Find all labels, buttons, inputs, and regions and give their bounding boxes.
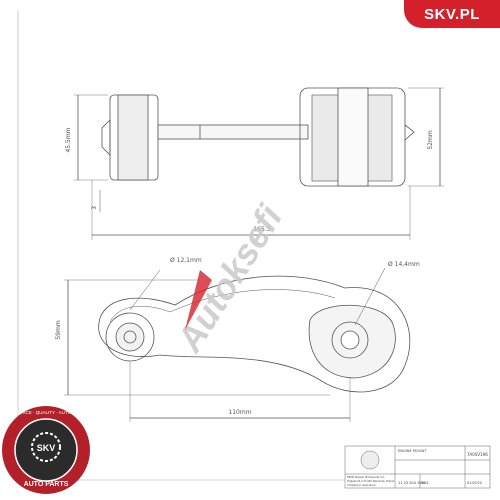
tb-logo-circle <box>360 450 380 470</box>
mount-inner-rib <box>109 289 336 323</box>
watermark-text: Autoksefi <box>168 197 291 360</box>
tb-date: 01/2020 <box>467 481 483 485</box>
tb-sheet: 001 <box>422 481 429 485</box>
skv-badge[interactable]: SKV.PL <box>404 0 500 28</box>
dim-label-52: 52mm <box>427 130 434 149</box>
dim-label-3: 3 <box>91 206 98 210</box>
dim-label-d14: Ø 14,4mm <box>388 261 420 268</box>
seal-ring-text: BEST PRICE · QUALITY · AUTO PARTS <box>5 410 87 415</box>
tb-part-label: ENGINE MOUNT <box>398 449 427 453</box>
side-view <box>74 87 444 240</box>
watermark-red-accent <box>185 270 212 330</box>
leader-d12 <box>129 269 161 311</box>
title-block <box>344 445 491 489</box>
leader-d14 <box>354 267 386 326</box>
dim-label-110: 110mm <box>228 409 251 416</box>
left-eye-hole <box>123 330 137 344</box>
top-view <box>64 267 411 422</box>
seal-gear-icon <box>31 432 61 462</box>
left-eye-inner <box>115 322 145 352</box>
seal-bottom-text: AUTO PARTS <box>24 481 69 488</box>
tb-company: ESEN Skylark Motorparts S.A. <box>347 475 385 479</box>
tb-part-no: 11 25 810 9W9 <box>398 481 426 485</box>
tb-code: 7A0SV196 <box>467 452 488 457</box>
dim-label-165: 165.5 <box>253 226 270 233</box>
dim-label-59: 59mm <box>55 320 62 339</box>
left-eye-outer <box>105 312 155 362</box>
dim-label-d12: Ø 12,1mm <box>170 257 202 264</box>
tb-address: Poptaka 64 A 57-640 Warmińsk, Poland <box>347 480 394 483</box>
tb-email: info@skv.pl, www.skv.pl <box>347 484 376 487</box>
right-eye-hole <box>340 330 360 350</box>
seal-inner-disc <box>14 418 78 482</box>
dim-label-45: 45.5mm <box>65 127 72 152</box>
right-bushing-core <box>337 87 369 187</box>
left-bushing-flange <box>101 119 111 156</box>
mount-outline <box>98 275 411 393</box>
connecting-rod <box>157 124 309 140</box>
skv-seal-logo: SKV AUTO PARTS BEST PRICE · QUALITY · AU… <box>2 406 90 494</box>
seal-center-text: SKV <box>37 443 56 453</box>
left-bushing-core <box>117 94 149 181</box>
right-bushing-flange <box>404 124 415 141</box>
right-eye-outer <box>331 321 369 359</box>
